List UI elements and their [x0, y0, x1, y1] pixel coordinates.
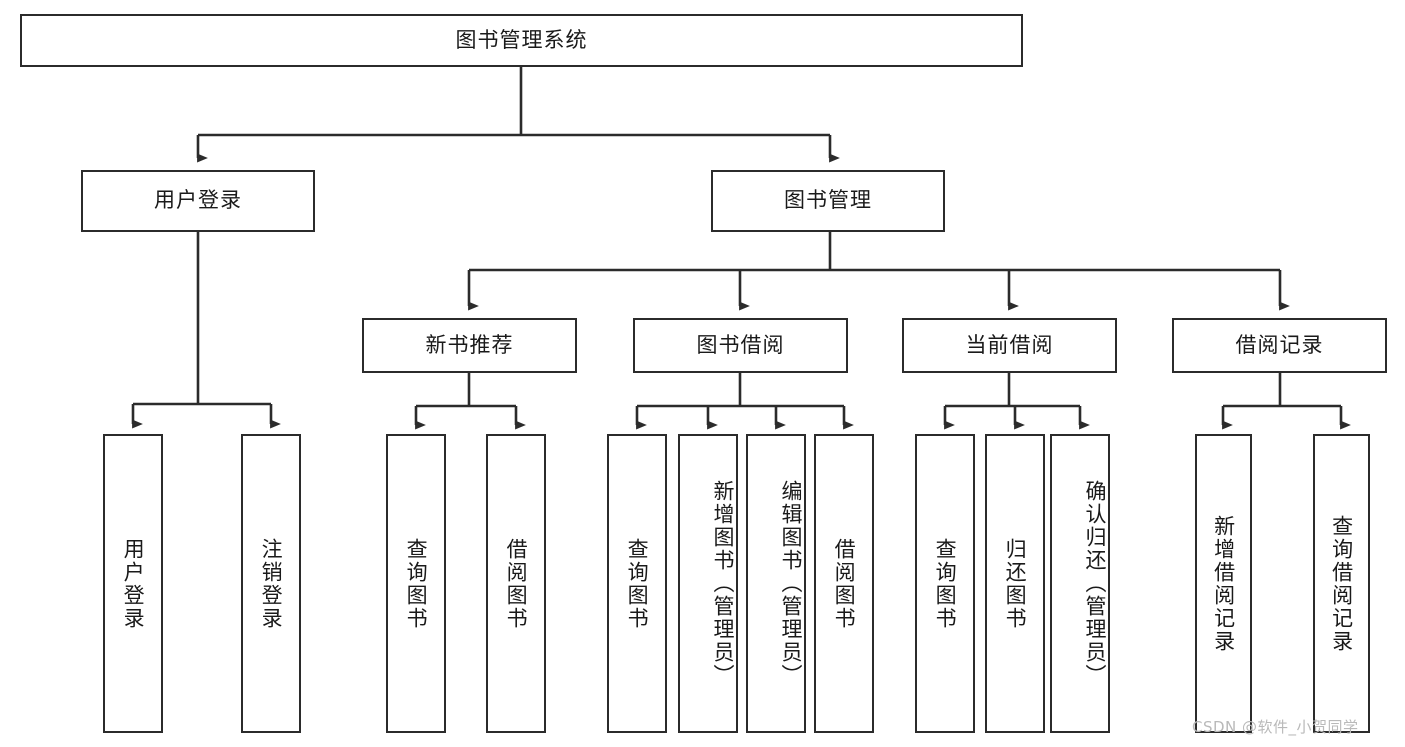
node-leaf-5[interactable]: 新增图书（管理员） — [678, 434, 738, 733]
node-leaf-9[interactable]: 归还图书 — [985, 434, 1045, 733]
node-leaf-10[interactable]: 确认归还（管理员） — [1050, 434, 1110, 733]
csdn-watermark: CSDN @软件_小贺同学 — [1192, 718, 1359, 736]
node-leaf-12[interactable]: 查询借阅记录 — [1313, 434, 1370, 733]
node-leaf-3[interactable]: 借阅图书 — [486, 434, 546, 733]
node-leaf-6[interactable]: 编辑图书（管理员） — [746, 434, 806, 733]
node-leaf-11[interactable]: 新增借阅记录 — [1195, 434, 1252, 733]
node-leaf-7[interactable]: 借阅图书 — [814, 434, 874, 733]
node-leaf-1[interactable]: 注销登录 — [241, 434, 301, 733]
node-level3-2[interactable]: 当前借阅 — [902, 318, 1117, 373]
node-leaf-8[interactable]: 查询图书 — [915, 434, 975, 733]
node-level3-3[interactable]: 借阅记录 — [1172, 318, 1387, 373]
node-leaf-0[interactable]: 用户登录 — [103, 434, 163, 733]
node-level2-0[interactable]: 用户登录 — [81, 170, 315, 232]
node-leaf-2[interactable]: 查询图书 — [386, 434, 446, 733]
node-leaf-4[interactable]: 查询图书 — [607, 434, 667, 733]
node-level3-0[interactable]: 新书推荐 — [362, 318, 577, 373]
node-level2-1[interactable]: 图书管理 — [711, 170, 945, 232]
node-level3-1[interactable]: 图书借阅 — [633, 318, 848, 373]
node-root-system[interactable]: 图书管理系统 — [20, 14, 1023, 67]
